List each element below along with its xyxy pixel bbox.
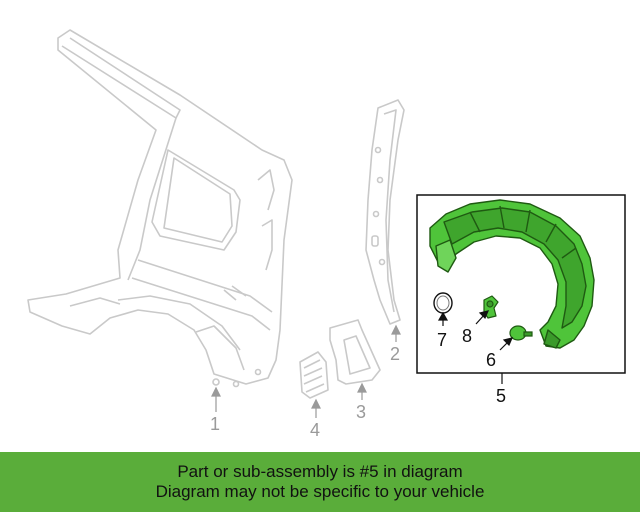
leader-1: [211, 386, 221, 412]
part-4-vent: [299, 351, 329, 399]
callout-4: 4: [310, 420, 320, 440]
parts-diagram: 1 2 3 4 5 6 7 8: [27, 29, 626, 440]
banner-line-2: Diagram may not be specific to your vehi…: [155, 482, 485, 501]
part-6-retainer[interactable]: [509, 325, 533, 341]
callout-8: 8: [462, 326, 472, 346]
part-3-bracket: [329, 319, 381, 385]
info-banner: Part or sub-assembly is #5 in diagram Di…: [0, 452, 640, 512]
leader-7: [437, 311, 449, 326]
part-1-quarter-panel: [27, 29, 293, 388]
callout-5: 5: [496, 386, 506, 406]
banner-line-1: Part or sub-assembly is #5 in diagram: [177, 462, 463, 481]
part-5-wheelhouse-liner[interactable]: [429, 199, 595, 349]
callout-6: 6: [486, 350, 496, 370]
part-2-pillar: [365, 99, 405, 325]
leader-3: [357, 382, 367, 400]
callout-7: 7: [437, 330, 447, 350]
leader-6: [499, 337, 514, 351]
leader-8: [475, 310, 490, 325]
detail-box: [416, 194, 626, 374]
leader-2: [391, 324, 401, 342]
callout-2: 2: [390, 344, 400, 364]
part-7-grommet[interactable]: [433, 292, 453, 314]
leader-4: [311, 398, 321, 418]
callout-1: 1: [210, 414, 220, 434]
callout-3: 3: [356, 402, 366, 422]
